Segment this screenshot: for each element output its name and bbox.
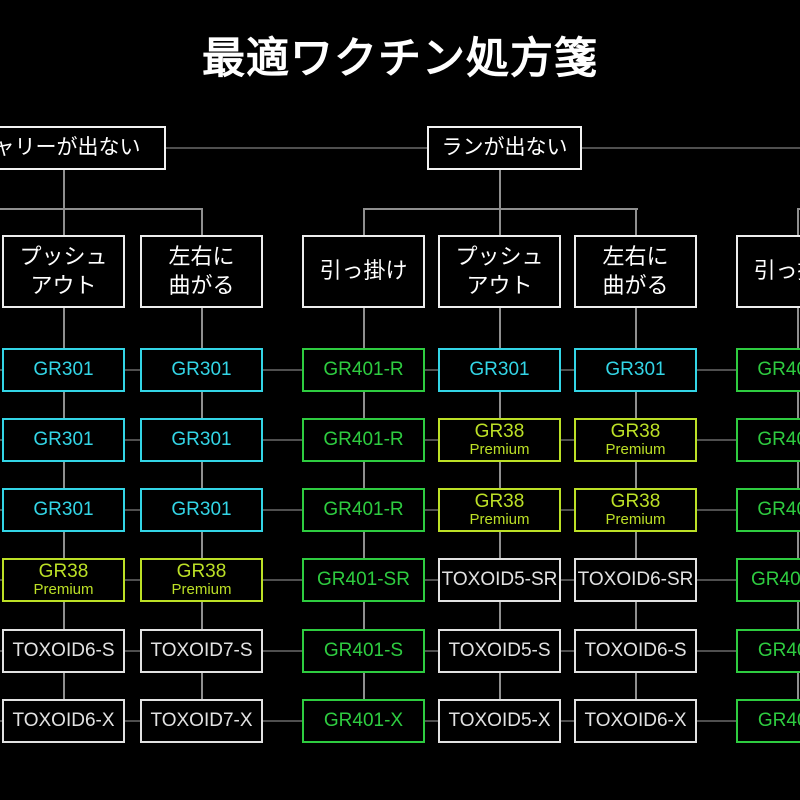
product-node: GR301 — [2, 488, 125, 532]
product-node: TOXOID7-X — [140, 699, 263, 743]
product-node: GR301 — [574, 348, 697, 392]
parent-condition-node: ャリーが出ない — [0, 126, 166, 170]
column-connector-line — [796, 208, 799, 721]
product-node: GR301 — [2, 348, 125, 392]
product-label: GR38 — [176, 560, 227, 582]
product-node: TOXOID5-X — [438, 699, 561, 743]
product-label: TOXOID6-X — [12, 710, 115, 732]
page-title: 最適ワクチン処方箋 — [202, 35, 598, 83]
product-label: GR401-R — [757, 499, 800, 521]
product-label: GR38 — [38, 560, 89, 582]
product-node: GR401-SR — [736, 558, 800, 602]
product-node: GR401-S — [302, 629, 425, 673]
product-label: GR301 — [171, 359, 232, 381]
product-node: GR401-R — [302, 348, 425, 392]
column-connector-line — [362, 208, 365, 721]
product-node: GR401-R — [736, 418, 800, 462]
product-sublabel: Premium — [605, 510, 666, 528]
product-label: TOXOID6-SR — [577, 569, 694, 591]
product-label: TOXOID6-S — [12, 640, 115, 662]
product-label: TOXOID6-S — [584, 640, 687, 662]
product-sublabel: Premium — [469, 440, 530, 458]
product-node: GR301 — [438, 348, 561, 392]
product-label: GR38 — [474, 420, 525, 442]
product-label: GR38 — [474, 490, 525, 512]
column-connector-line — [200, 208, 203, 721]
product-label: TOXOID7-S — [150, 640, 253, 662]
parent-level-rail — [0, 147, 800, 149]
product-node: TOXOID6-SR — [574, 558, 697, 602]
product-label: GR301 — [33, 429, 94, 451]
product-label: GR38 — [610, 490, 661, 512]
product-label: GR401-R — [323, 499, 404, 521]
product-label: TOXOID5-S — [448, 640, 551, 662]
product-node: TOXOID6-X — [574, 699, 697, 743]
product-label: TOXOID7-X — [150, 710, 253, 732]
product-node: GR401-R — [736, 488, 800, 532]
product-node: TOXOID5-S — [438, 629, 561, 673]
product-label: TOXOID5-X — [448, 710, 551, 732]
product-label: GR301 — [33, 359, 94, 381]
product-node: GR401-R — [736, 348, 800, 392]
product-label: GR301 — [171, 429, 232, 451]
product-node: GR401-SR — [302, 558, 425, 602]
product-label: GR401-SR — [751, 569, 800, 591]
product-label: GR301 — [469, 359, 530, 381]
product-node: GR301 — [2, 418, 125, 462]
product-node: GR301 — [140, 348, 263, 392]
category-node: 引っ掛け — [736, 235, 800, 308]
product-label: GR401-X — [323, 710, 404, 732]
product-label: GR401-X — [757, 710, 800, 732]
product-sublabel: Premium — [33, 580, 94, 598]
branch-connector-rail — [0, 208, 202, 210]
category-node: プッシュ アウト — [2, 235, 125, 308]
product-node: GR401-R — [302, 418, 425, 462]
product-sublabel: Premium — [469, 510, 530, 528]
product-node: TOXOID6-X — [2, 699, 125, 743]
branch-connector-rail — [797, 208, 800, 210]
product-node: TOXOID7-S — [140, 629, 263, 673]
product-label: GR401-R — [757, 359, 800, 381]
product-node: GR401-S — [736, 629, 800, 673]
product-label: GR401-S — [323, 640, 404, 662]
column-connector-line — [634, 208, 637, 721]
product-node: GR401-R — [302, 488, 425, 532]
product-node: GR401-X — [736, 699, 800, 743]
product-node: GR301 — [140, 488, 263, 532]
product-label: TOXOID5-SR — [441, 569, 558, 591]
product-node: TOXOID6-S — [2, 629, 125, 673]
product-label: GR401-R — [323, 359, 404, 381]
product-sublabel: Premium — [171, 580, 232, 598]
category-node: プッシュ アウト — [438, 235, 561, 308]
parent-condition-node: ランが出ない — [427, 126, 582, 170]
product-node: GR301 — [140, 418, 263, 462]
product-label: GR38 — [610, 420, 661, 442]
product-node: TOXOID5-SR — [438, 558, 561, 602]
product-label: GR301 — [33, 499, 94, 521]
product-label: GR401-R — [757, 429, 800, 451]
product-node: GR401-X — [302, 699, 425, 743]
product-label: GR401-S — [757, 640, 800, 662]
product-label: GR301 — [171, 499, 232, 521]
product-label: GR301 — [605, 359, 666, 381]
category-node: 左右に 曲がる — [140, 235, 263, 308]
product-label: GR401-SR — [317, 569, 410, 591]
category-node: 左右に 曲がる — [574, 235, 697, 308]
product-label: GR401-R — [323, 429, 404, 451]
product-node: TOXOID6-S — [574, 629, 697, 673]
product-label: TOXOID6-X — [584, 710, 687, 732]
product-sublabel: Premium — [605, 440, 666, 458]
category-node: 引っ掛け — [302, 235, 425, 308]
branch-connector-rail — [363, 208, 638, 210]
